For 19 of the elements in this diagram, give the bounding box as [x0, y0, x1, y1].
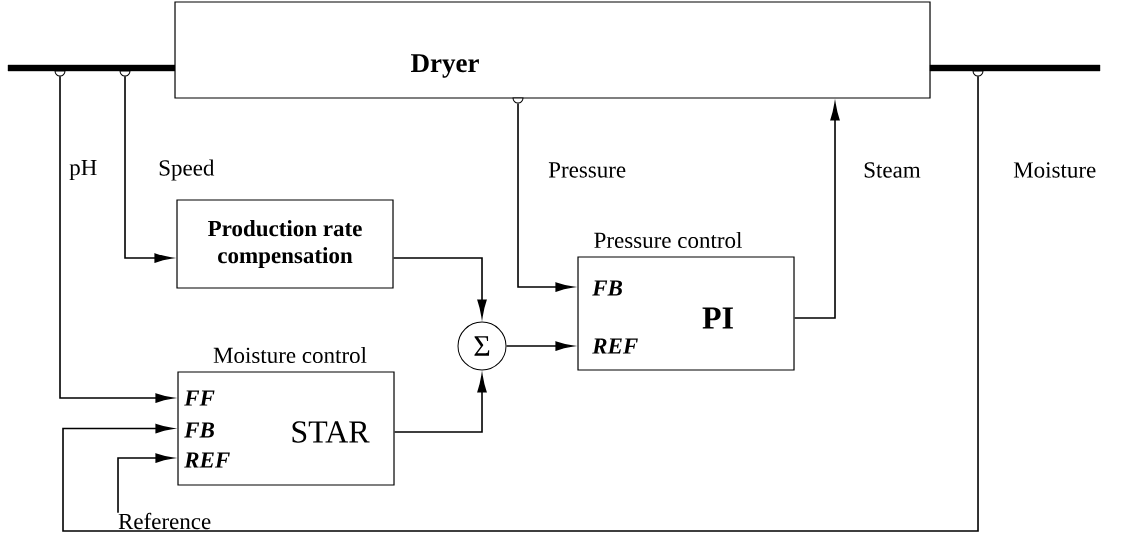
arrow [62, 75, 979, 532]
summing-junction: Σ [457, 321, 507, 371]
edge-label: Steam [862, 161, 922, 179]
block-heading: Moisture control [213, 346, 367, 364]
edge-label: Moisture [1012, 161, 1098, 179]
edge-label: Pressure [547, 161, 628, 179]
edge-label: pH [68, 159, 99, 181]
port-label: FF [184, 390, 215, 406]
input-label: Reference [118, 512, 211, 530]
port-label: FB [592, 280, 623, 296]
block-box: Production rate compensation [176, 199, 394, 289]
port-label: REF [592, 338, 638, 354]
block-box: Dryer [174, 1, 931, 99]
block-heading: Pressure control [594, 231, 742, 249]
block-title: PI [702, 307, 733, 329]
port-label: REF [184, 452, 230, 468]
edge-label: Speed [157, 158, 216, 182]
block-title: STAR [292, 421, 370, 443]
port-label: FB [184, 422, 215, 438]
